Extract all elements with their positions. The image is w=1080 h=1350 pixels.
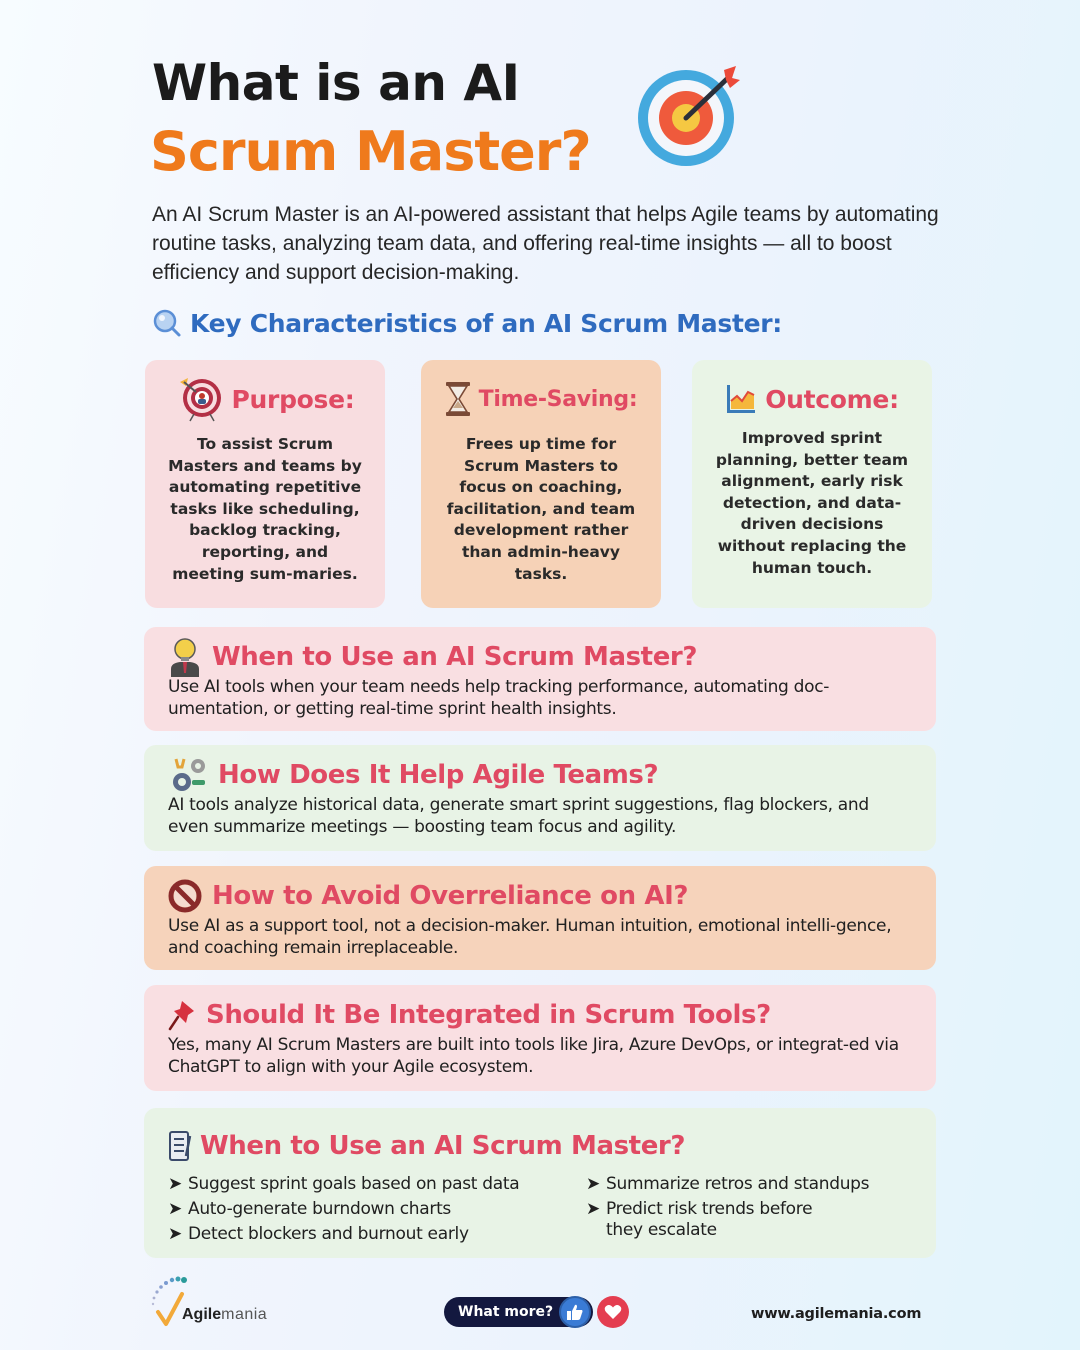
card-outcome-title: Outcome: bbox=[765, 384, 899, 414]
title-line-2: Scrum Master? bbox=[150, 120, 592, 183]
card-outcome: Outcome: Improved sprint planning, bette… bbox=[692, 360, 932, 608]
card-time-saving-body: Frees up time for Scrum Masters to focus… bbox=[446, 435, 636, 583]
chevron-right-icon: ➤ bbox=[168, 1174, 182, 1194]
section-how-it-helps: How Does It Help Agile Teams? AI tools a… bbox=[144, 745, 936, 851]
line-chart-icon bbox=[727, 385, 756, 413]
magnifier-icon bbox=[153, 309, 181, 337]
what-more-cta[interactable]: What more? bbox=[444, 1296, 630, 1328]
card-purpose: Purpose: To assist Scrum Masters and tea… bbox=[145, 360, 385, 608]
chevron-right-icon: ➤ bbox=[168, 1199, 182, 1219]
prohibited-icon bbox=[168, 879, 202, 913]
section-avoid-overreliance-title: How to Avoid Overreliance on AI? bbox=[212, 881, 689, 911]
card-purpose-title: Purpose: bbox=[231, 384, 355, 414]
card-time-saving-title: Time-Saving: bbox=[478, 386, 638, 412]
gears-tools-icon bbox=[173, 758, 205, 791]
key-characteristics-title: Key Characteristics of an AI Scrum Maste… bbox=[190, 308, 782, 338]
agilemania-logo[interactable]: Agilemania bbox=[148, 1276, 288, 1336]
use-cases-left-column: ➤Suggest sprint goals based on past data… bbox=[168, 1174, 586, 1245]
list-item: ➤Auto-generate burndown charts bbox=[168, 1199, 451, 1219]
section-how-it-helps-title: How Does It Help Agile Teams? bbox=[218, 760, 659, 790]
list-item: ➤Predict risk trends before they escalat… bbox=[586, 1199, 813, 1240]
target-arrow-icon bbox=[638, 66, 740, 166]
list-item: ➤Suggest sprint goals based on past data bbox=[168, 1174, 520, 1194]
key-characteristics-heading: Key Characteristics of an AI Scrum Maste… bbox=[152, 308, 782, 338]
chevron-right-icon: ➤ bbox=[168, 1224, 182, 1244]
lightbulb-person-icon bbox=[171, 638, 199, 677]
logo-checkmark-icon bbox=[151, 1276, 187, 1326]
checklist-icon bbox=[169, 1131, 192, 1161]
thumbs-up-icon[interactable] bbox=[559, 1296, 592, 1328]
chevron-right-icon: ➤ bbox=[586, 1174, 600, 1194]
section-scrum-tools-integration-body: Yes, many AI Scrum Masters are built int… bbox=[168, 1035, 899, 1077]
card-purpose-body: To assist Scrum Masters and teams by aut… bbox=[168, 435, 362, 583]
section-use-cases: When to Use an AI Scrum Master? ➤Suggest… bbox=[144, 1108, 936, 1258]
section-when-to-use-body: Use AI tools when your team needs help t… bbox=[168, 677, 830, 719]
heart-icon[interactable] bbox=[597, 1296, 630, 1328]
section-avoid-overreliance: How to Avoid Overreliance on AI? Use AI … bbox=[144, 866, 936, 970]
section-when-to-use: When to Use an AI Scrum Master? Use AI t… bbox=[144, 627, 936, 731]
list-item: ➤Detect blockers and burnout early bbox=[168, 1224, 469, 1244]
section-when-to-use-title: When to Use an AI Scrum Master? bbox=[212, 642, 698, 672]
card-outcome-body: Improved sprint planning, better team al… bbox=[715, 429, 909, 577]
section-scrum-tools-integration-title: Should It Be Integrated in Scrum Tools? bbox=[206, 1000, 771, 1030]
target-person-icon bbox=[179, 378, 221, 422]
pushpin-icon bbox=[168, 1001, 194, 1031]
use-cases-right-column: ➤Summarize retros and standups ➤Predict … bbox=[586, 1174, 916, 1245]
logo-wordmark: Agilemania bbox=[182, 1306, 268, 1323]
list-item: ➤Summarize retros and standups bbox=[586, 1174, 870, 1194]
use-cases-list: ➤Suggest sprint goals based on past data… bbox=[168, 1174, 912, 1245]
website-link[interactable]: www.agilemania.com bbox=[751, 1306, 922, 1322]
chevron-right-icon: ➤ bbox=[586, 1199, 600, 1219]
intro-paragraph: An AI Scrum Master is an AI-powered assi… bbox=[152, 203, 939, 284]
section-avoid-overreliance-body: Use AI as a support tool, not a decision… bbox=[168, 916, 892, 958]
section-use-cases-title: When to Use an AI Scrum Master? bbox=[200, 1131, 686, 1161]
hourglass-icon bbox=[445, 382, 470, 416]
section-how-it-helps-body: AI tools analyze historical data, genera… bbox=[168, 795, 869, 837]
title-line-1: What is an AI bbox=[152, 54, 520, 112]
card-time-saving: Time-Saving: Frees up time for Scrum Mas… bbox=[421, 360, 661, 608]
section-scrum-tools-integration: Should It Be Integrated in Scrum Tools? … bbox=[144, 985, 936, 1091]
